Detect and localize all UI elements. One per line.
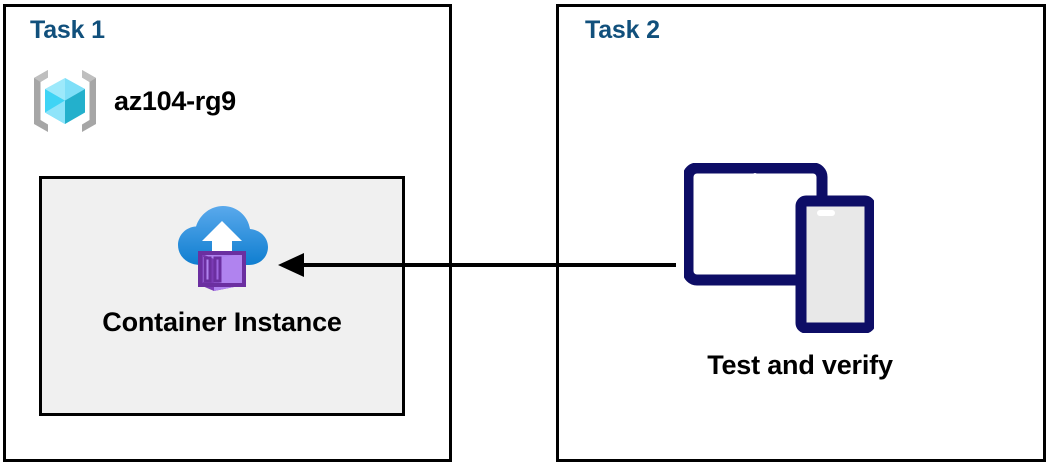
panel-title-task-1: Task 1 [30,16,105,44]
container-instance-label: Container Instance [102,307,342,337]
container-instance-icon [178,206,268,291]
resource-group-row: az104-rg9 [28,62,328,140]
devices-tablet-phone-icon [684,163,874,333]
panel-title-task-2: Task 2 [585,16,660,44]
resource-group-label: az104-rg9 [114,85,236,116]
resource-group-icon [34,70,96,132]
test-and-verify-label: Test and verify [707,350,893,380]
container-instance-box: Container Instance [39,176,405,416]
